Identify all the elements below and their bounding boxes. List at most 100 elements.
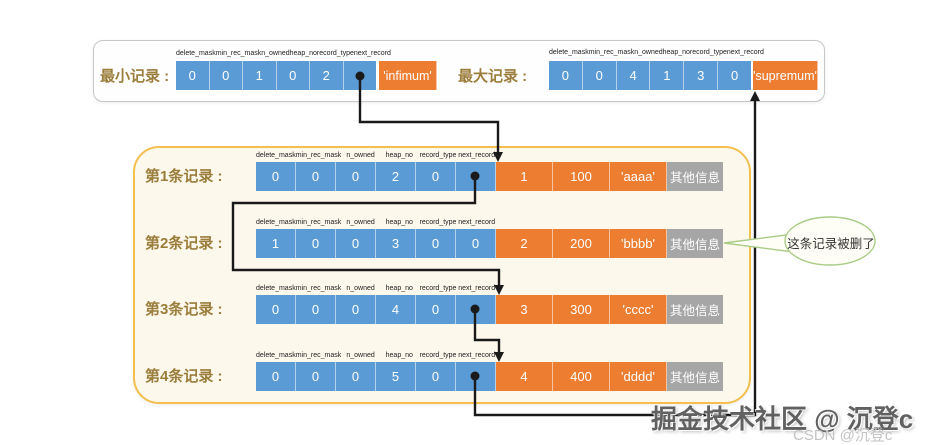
callout-deleted-note: 这条记录被删了	[787, 237, 875, 251]
cell-record-type: 0	[416, 295, 456, 324]
cell-delete-mask: 1	[256, 229, 296, 258]
cell-other-info: 其他信息	[667, 162, 723, 191]
field-header-heap-no: heap_no	[289, 50, 317, 57]
cell-min-rec-mask: 0	[296, 229, 336, 258]
field-header-record-type: record_type	[316, 50, 354, 57]
infimum-header-cells: 0 0 1 0 2	[176, 61, 376, 90]
supremum-value-cell: 'supremum'	[753, 61, 818, 90]
supremum-record-label: 最大记录 :	[458, 68, 528, 85]
cell-next-record	[456, 295, 496, 324]
record-row: 第3条记录 : delete_mask min_rec_mask n_owned…	[140, 284, 740, 326]
cell-delete-mask: 0	[256, 362, 296, 391]
cell-column2: 400	[553, 362, 610, 391]
cell-min-rec-mask: 0	[296, 295, 336, 324]
infimum-field-headers: delete_mask min_rec_mask n_owned heap_no…	[176, 49, 391, 59]
cell-n-owned: 0	[336, 229, 376, 258]
cell-primary-key: 4	[496, 362, 553, 391]
cell-heap-no: 3	[376, 229, 416, 258]
cell-column2: 100	[553, 162, 610, 191]
cell-column3: 'dddd'	[610, 362, 667, 391]
field-header-n-owned: n_owned	[346, 352, 375, 359]
field-header-heap-no: heap_no	[385, 219, 413, 226]
cell-next-record: 0	[718, 61, 751, 90]
cell-primary-key: 1	[496, 162, 553, 191]
field-header-heap-no: heap_no	[385, 352, 413, 359]
cell-heap-no: 5	[376, 362, 416, 391]
field-header-delete-mask: delete_mask	[256, 285, 296, 292]
watermark-secondary: CSDN @沉登c	[793, 427, 893, 444]
field-header-n-owned: n_owned	[346, 152, 375, 159]
field-header-record-type: record_type	[419, 152, 457, 159]
record-cells: 0 0 0 4 0 3 300 'cccc' 其他信息	[256, 295, 723, 324]
field-header-record-type: record_type	[419, 285, 457, 292]
cell-n-owned: 0	[336, 362, 376, 391]
supremum-field-headers: delete_mask min_rec_mask n_owned heap_no…	[549, 48, 764, 58]
cell-min-rec-mask: 0	[296, 362, 336, 391]
cell-record-type: 2	[310, 61, 344, 90]
cell-record-type: 0	[416, 162, 456, 191]
cell-heap-no: 2	[376, 162, 416, 191]
record-field-headers: delete_mask min_rec_mask n_owned heap_no…	[256, 218, 496, 228]
record-field-headers: delete_mask min_rec_mask n_owned heap_no…	[256, 351, 496, 361]
cell-other-info: 其他信息	[667, 295, 723, 324]
field-header-delete-mask: delete_mask	[256, 352, 296, 359]
field-header-min-rec-mask: min_rec_mask	[295, 285, 342, 292]
record-label: 第2条记录 :	[145, 235, 223, 252]
cell-delete-mask: 0	[549, 61, 583, 90]
cell-n-owned: 1	[243, 61, 277, 90]
record-cells: 1 0 0 3 0 0 2 200 'bbbb' 其他信息	[256, 229, 723, 258]
field-header-record-type: record_type	[689, 49, 727, 56]
field-header-delete-mask: delete_mask	[256, 152, 296, 159]
field-header-next-record: next_record	[458, 219, 496, 226]
field-header-heap-no: heap_no	[385, 152, 413, 159]
record-row: 第2条记录 : delete_mask min_rec_mask n_owned…	[140, 218, 740, 260]
cell-next-record	[456, 162, 496, 191]
field-header-min-rec-mask: min_rec_mask	[295, 219, 342, 226]
cell-column3: 'cccc'	[610, 295, 667, 324]
cell-min-rec-mask: 0	[582, 61, 617, 90]
cell-delete-mask: 0	[256, 295, 296, 324]
cell-primary-key: 3	[496, 295, 553, 324]
record-row: 第1条记录 : delete_mask min_rec_mask n_owned…	[140, 151, 740, 193]
record-label: 第3条记录 :	[145, 301, 223, 318]
cell-next-record	[456, 362, 496, 391]
cell-heap-no: 0	[276, 61, 310, 90]
cell-record-type: 0	[416, 362, 456, 391]
record-label: 第4条记录 :	[145, 368, 223, 385]
infimum-record-label: 最小记录 :	[100, 68, 170, 85]
cell-column2: 200	[553, 229, 610, 258]
record-label: 第1条记录 :	[145, 168, 223, 185]
cell-record-type: 0	[416, 229, 456, 258]
field-header-min-rec-mask: min_rec_mask	[295, 152, 342, 159]
cell-heap-no: 1	[650, 61, 685, 90]
infimum-value-cell: 'infimum'	[379, 61, 437, 90]
cell-n-owned: 0	[336, 162, 376, 191]
cell-primary-key: 2	[496, 229, 553, 258]
field-header-heap-no: heap_no	[385, 285, 413, 292]
cell-other-info: 其他信息	[667, 362, 723, 391]
cell-n-owned: 4	[616, 61, 651, 90]
supremum-header-cells: 0 0 4 1 3 0	[549, 61, 751, 90]
cell-min-rec-mask: 0	[209, 61, 243, 90]
field-header-min-rec-mask: min_rec_mask	[215, 50, 262, 57]
cell-next-record	[343, 61, 376, 90]
cell-min-rec-mask: 0	[296, 162, 336, 191]
cell-record-type: 3	[684, 61, 719, 90]
field-header-record-type: record_type	[419, 219, 457, 226]
field-header-record-type: record_type	[419, 352, 457, 359]
record-cells: 0 0 0 5 0 4 400 'dddd' 其他信息	[256, 362, 723, 391]
field-header-next-record: next_record	[458, 152, 496, 159]
field-header-n-owned: n_owned	[346, 285, 375, 292]
field-header-n-owned: n_owned	[261, 50, 290, 57]
cell-column3: 'aaaa'	[610, 162, 667, 191]
field-header-min-rec-mask: min_rec_mask	[295, 352, 342, 359]
cell-next-record: 0	[456, 229, 496, 258]
cell-other-info: 其他信息	[667, 229, 723, 258]
record-field-headers: delete_mask min_rec_mask n_owned heap_no…	[256, 151, 496, 161]
cell-column2: 300	[553, 295, 610, 324]
field-header-n-owned: n_owned	[346, 219, 375, 226]
field-header-delete-mask: delete_mask	[549, 49, 589, 56]
field-header-next-record: next_record	[353, 50, 391, 57]
field-header-n-owned: n_owned	[634, 49, 663, 56]
